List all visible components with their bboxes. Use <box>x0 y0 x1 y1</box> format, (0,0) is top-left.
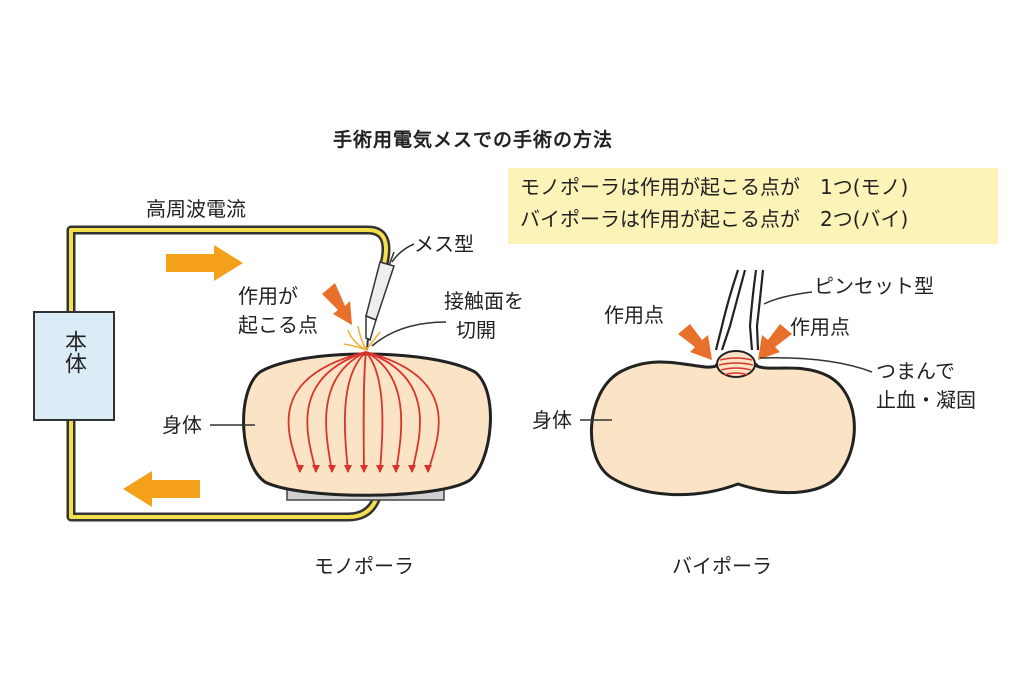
field-line <box>365 351 421 473</box>
info-box-line-2: バイポーラは作用が起こる点が 2つ(バイ) <box>520 207 909 231</box>
field-line <box>362 351 367 473</box>
field-line <box>343 351 367 473</box>
tweezer-leader <box>763 291 813 305</box>
scalpel <box>365 251 395 351</box>
pinched-tissue <box>716 350 756 378</box>
contact-leader <box>371 321 447 347</box>
field-line-arrowhead <box>392 465 400 473</box>
field-line <box>365 351 403 473</box>
bipolar-caption: バイポーラ <box>672 554 772 578</box>
grip-leader <box>759 357 873 373</box>
action-point-left-label: 作用点 <box>604 303 664 327</box>
sparks <box>343 325 381 351</box>
action-label-line-1: 作用が <box>238 284 298 308</box>
field-line-arrowhead <box>312 465 320 473</box>
field-line-arrowhead <box>344 465 352 473</box>
main-unit-box <box>33 311 115 421</box>
field-line-arrowhead <box>296 465 304 473</box>
info-box-line-1: モノポーラは作用が起こる点が 1つ(モノ) <box>520 175 909 199</box>
current-arrow-right <box>166 245 243 281</box>
scalpel-leader <box>391 243 415 263</box>
action-arrow-monopolar <box>322 283 352 325</box>
scalpel-label: メス型 <box>414 232 474 256</box>
field-line <box>365 351 384 473</box>
field-line <box>287 351 367 473</box>
action-arrow-bipolar-left <box>678 324 712 360</box>
field-line-arrowhead <box>376 465 384 473</box>
action-point-right-label: 作用点 <box>790 315 850 339</box>
field-line-arrowhead <box>424 465 432 473</box>
action-label-line-2: 起こる点 <box>238 313 318 337</box>
bipolar-body <box>590 360 856 497</box>
main-unit-label: 本体 <box>61 330 86 374</box>
current-field-lines <box>287 351 440 473</box>
tweezers <box>714 269 765 351</box>
contact-label-line-1: 接触面を <box>444 289 524 313</box>
field-line <box>306 351 367 473</box>
action-arrow-bipolar-right <box>758 324 792 360</box>
grip-label-line-2: 止血・凝固 <box>876 388 976 412</box>
field-line <box>365 351 440 473</box>
field-line <box>325 351 367 473</box>
monopolar-caption: モノポーラ <box>314 554 414 578</box>
contact-label-line-2: 切開 <box>456 318 496 342</box>
field-line-arrowhead <box>360 465 368 473</box>
tweezer-label: ピンセット型 <box>814 274 934 298</box>
info-box <box>508 168 998 244</box>
monopolar-body <box>242 352 492 497</box>
current-label: 高周波電流 <box>146 197 246 221</box>
field-line-arrowhead <box>328 465 336 473</box>
circuit-wire <box>66 225 391 522</box>
current-arrow-left <box>123 471 200 507</box>
diagram-title: 手術用電気メスでの手術の方法 <box>333 129 614 151</box>
body-label-bipolar: 身体 <box>532 408 572 432</box>
grip-label-line-1: つまんで <box>876 359 955 383</box>
body-label-monopolar: 身体 <box>162 413 202 437</box>
field-line-arrowhead <box>408 465 416 473</box>
